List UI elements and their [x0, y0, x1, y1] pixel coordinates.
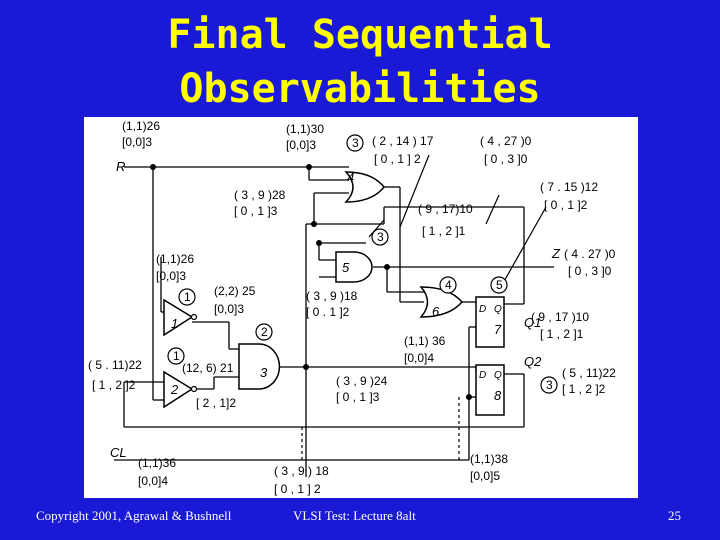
ff8-q-pin: Q: [494, 370, 502, 381]
annotation: [ 0 , 1 ] 2: [274, 482, 321, 496]
annotation: [ 0 , 3 ]0: [484, 152, 528, 166]
ff7-q-pin: Q: [494, 304, 502, 315]
footer-lecture: VLSI Test: Lecture 8alt: [293, 508, 416, 523]
annotation: ( 4 . 27 )0: [564, 247, 616, 261]
inverter-2-bubble: [190, 385, 198, 393]
annotation: ( 3 , 9 )18: [306, 289, 358, 303]
ff8-d-pin: D: [479, 370, 486, 381]
ff7-d-pin: D: [479, 304, 486, 315]
wires: [114, 166, 554, 477]
circle-number: 3: [546, 378, 553, 392]
annotation: [ 0 , 1 ]3: [234, 204, 278, 218]
annotation: (12, 6) 21: [182, 361, 234, 375]
circuit-diagram: 3 3 4 5 1 2 1 3 4 5 6 1 2 3 7 8 D Q D Q …: [88, 119, 616, 496]
junction-dots: [150, 164, 472, 400]
annotation: [0,0]3: [156, 269, 186, 283]
flipflop-7: [475, 296, 505, 348]
annotation: [ 0 , 1 ]3: [336, 390, 380, 404]
inverter-gate-1: [163, 298, 194, 337]
annotation: [ 0 , 1 ] 2: [374, 152, 421, 166]
annotation: (1,1)38: [470, 452, 508, 466]
annotation: (1,1)26: [122, 119, 160, 133]
annotation: (1,1)36: [138, 456, 176, 470]
annotation: ( 7 . 15 )12: [540, 180, 598, 194]
circle-number: 3: [377, 230, 384, 244]
annotation: ( 9 , 17 )10: [531, 310, 589, 324]
annotation: ( 4 , 27 )0: [480, 134, 532, 148]
circle-number: 5: [496, 278, 503, 292]
gate-label: 1: [171, 316, 178, 331]
gate-label: 7: [494, 322, 502, 337]
annotation: (2,2) 25: [214, 284, 256, 298]
nor-gate-6: [419, 286, 463, 318]
annotation: ( 3 , 9 )24: [336, 374, 388, 388]
inverter-1-bubble: [190, 313, 198, 321]
slide-title-line1: Final Sequential: [167, 12, 553, 58]
and-gate-3: [238, 343, 281, 390]
annotation: ( 3 , 9 )28: [234, 188, 286, 202]
annotation: [0,0]4: [138, 474, 168, 488]
gate-label: 2: [170, 382, 179, 397]
numbered-circles: [167, 134, 558, 394]
signal-r: R: [116, 159, 125, 174]
nor-gate-4: [344, 171, 385, 203]
annotation: (1,1)30: [286, 122, 324, 136]
annotation: ( 2 , 14 ) 17: [372, 134, 434, 148]
gate-label: 3: [260, 365, 268, 380]
annotation: [ 0 , 3 ]0: [568, 264, 612, 278]
circle-number: 3: [352, 136, 359, 150]
gate-label: 8: [494, 388, 502, 403]
slide-title-line2: Observabilities: [179, 66, 541, 112]
flipflop-8: [475, 364, 505, 416]
annotation: [ 1 , 2 ]1: [540, 327, 584, 341]
observability-labels: (1,1)26 [0,0]3 (1,1)30 [0,0]3 ( 2 , 14 )…: [88, 119, 616, 496]
annotation: [0,0]4: [404, 351, 434, 365]
signal-z: Z: [551, 246, 561, 261]
circle-number: 2: [261, 325, 268, 339]
circle-number: 1: [173, 349, 180, 363]
circuit-diagram-panel: 3 3 4 5 1 2 1 3 4 5 6 1 2 3 7 8 D Q D Q …: [84, 117, 638, 498]
annotation: [ 0 , 1 ]2: [544, 198, 588, 212]
circle-number: 4: [445, 278, 452, 292]
signal-cl: CL: [110, 445, 127, 460]
footer-copyright: Copyright 2001, Agrawal & Bushnell: [36, 508, 232, 523]
annotation: [0,0]3: [214, 302, 244, 316]
annotation: ( 5 . 11)22: [88, 358, 142, 372]
annotation: [0,0]5: [470, 469, 500, 483]
circle-number: 1: [184, 290, 191, 304]
gate-label: 5: [342, 260, 350, 275]
annotation: [ 1 , 2 ]2: [562, 382, 606, 396]
annotation: [0,0]3: [286, 138, 316, 152]
annotation: ( 9 , 17)10: [418, 202, 473, 216]
inverter-gate-2: [163, 370, 194, 409]
annotation: [0,0]3: [122, 135, 152, 149]
annotation: ( 3 , 9 ) 18: [274, 464, 329, 478]
annotation: ( 5 , 11)22: [562, 366, 616, 380]
signal-q1: Q1: [524, 315, 541, 330]
annotation: [ 1 , 2 ]1: [422, 224, 466, 238]
annotation: [ 1 , 2 ]2: [92, 378, 136, 392]
logic-gates: [163, 171, 505, 416]
annotation: [ 2 , 1]2: [196, 396, 236, 410]
gate-label: 4: [347, 170, 354, 185]
annotation-arrows: [301, 154, 547, 460]
annotation: (1,1)26: [156, 252, 194, 266]
annotation: [ 0 . 1 ]2: [306, 305, 350, 319]
annotation: (1,1) 36: [404, 334, 446, 348]
signal-q2: Q2: [524, 354, 542, 369]
and-gate-5: [335, 251, 373, 283]
page-number: 25: [668, 508, 681, 523]
gate-label: 6: [432, 304, 440, 319]
